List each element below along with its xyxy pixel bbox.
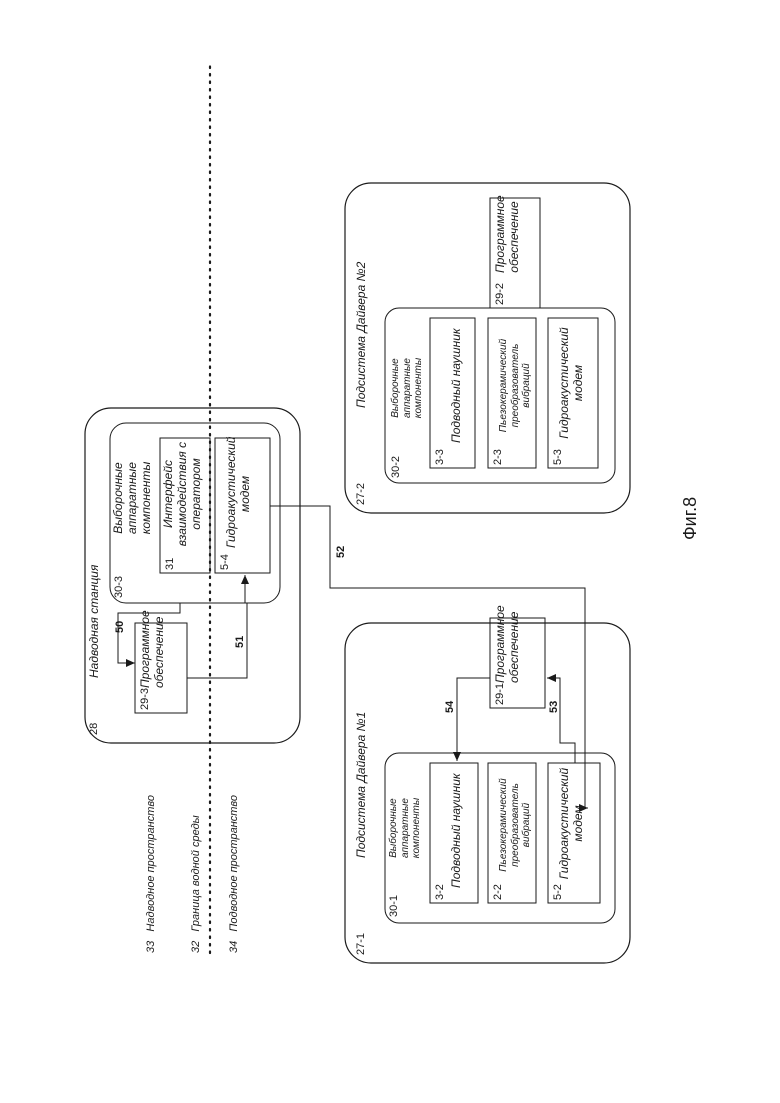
diver2-piezo-label: Пьезокерамический преобразователь вибрац…: [498, 323, 533, 448]
link-52-line: [270, 506, 588, 808]
figure-caption: Фиг.8: [680, 400, 704, 540]
link-54-label: 54: [444, 701, 457, 713]
operator-interface-label: Интерфейс взаимодействия с оператором: [162, 440, 203, 548]
diver1-piezo-label: Пьезокерамический преобразователь вибрац…: [498, 765, 533, 885]
surface-station-title: Надводная станция: [88, 565, 102, 678]
legend-underwater: 34 Подводное пространство: [228, 795, 241, 953]
diver2-num: 27-2: [355, 483, 368, 505]
diver1-title: Подсистема Дайвера №1: [355, 712, 369, 858]
legend-above-water-text: Надводное пространство: [145, 795, 157, 932]
diver1-headphone-num: 3-2: [434, 884, 447, 900]
link-51-label: 51: [234, 636, 247, 648]
link-52-label: 52: [335, 546, 348, 558]
diver2-title: Подсистема Дайвера №2: [355, 262, 369, 408]
legend-water-boundary-num: 32: [190, 941, 202, 953]
operator-interface-num: 31: [164, 558, 177, 570]
diver1-software-num: 29-1: [494, 683, 507, 705]
surface-modem-label: Гидроакустический модем: [225, 440, 253, 548]
diver1-piezo-num: 2-2: [492, 884, 505, 900]
diver1-headphone-label: Подводный наушник: [450, 773, 464, 888]
diver2-headphone-num: 3-3: [434, 449, 447, 465]
surface-hw-group-label: Выборочные аппаратные компоненты: [112, 438, 153, 558]
diver1-hw-group-label: Выборочные аппаратные компоненты: [388, 768, 423, 888]
diver2-headphone-label: Подводный наушник: [450, 328, 464, 443]
link-53-line: [547, 678, 575, 763]
link-54-line: [457, 678, 490, 761]
diver1-num: 27-1: [355, 933, 368, 955]
diver2-piezo-num: 2-3: [492, 449, 505, 465]
link-51-line: [187, 575, 247, 678]
legend-above-water-num: 33: [145, 941, 157, 953]
diver2-hw-group-num: 30-2: [390, 456, 403, 478]
diver2-modem-num: 5-3: [552, 449, 565, 465]
diver2-hw-group-label: Выборочные аппаратные компоненты: [390, 328, 425, 448]
legend-water-boundary: 32 Граница водной среды: [190, 815, 203, 953]
diver2-software-label: Программное обеспечение: [494, 201, 522, 273]
legend-above-water: 33 Надводное пространство: [145, 795, 158, 953]
link-53-label: 53: [548, 701, 561, 713]
surface-station-num: 28: [88, 723, 101, 735]
diver2-software-num: 29-2: [494, 283, 507, 305]
surface-modem-num: 5-4: [219, 554, 232, 570]
surface-software-label: Программное обеспечение: [139, 624, 167, 688]
surface-hw-group-num: 30-3: [113, 576, 126, 598]
diver1-modem-num: 5-2: [552, 884, 565, 900]
link-50-label: 50: [114, 621, 127, 633]
legend-underwater-text: Подводное пространство: [228, 795, 240, 932]
diver1-software-label: Программное обеспечение: [494, 619, 522, 683]
legend-underwater-num: 34: [228, 941, 240, 953]
legend-water-boundary-text: Граница водной среды: [190, 815, 202, 931]
diver1-hw-group-num: 30-1: [388, 895, 401, 917]
diver2-modem-label: Гидроакустический модем: [558, 323, 586, 443]
surface-software-num: 29-3: [139, 688, 152, 710]
diver1-modem-label: Гидроакустический модем: [558, 766, 586, 881]
